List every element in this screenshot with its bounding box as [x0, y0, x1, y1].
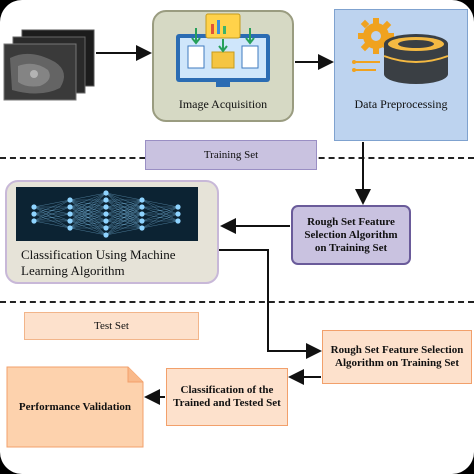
rough-set-training-2-box: Rough Set Feature Selection Algorithm on…	[322, 330, 472, 384]
neuron-node	[175, 218, 181, 224]
data-preprocessing-label: Data Preprocessing	[354, 97, 448, 111]
neuron-node	[67, 218, 73, 224]
neuron-node	[103, 197, 109, 203]
neuron-node	[139, 204, 145, 210]
rough-set-training-2-label: Rough Set Feature Selection Algorithm on…	[330, 344, 464, 369]
neuron-node	[175, 211, 181, 217]
neuron-node	[139, 197, 145, 203]
neuron-node	[103, 190, 109, 196]
neuron-node	[67, 197, 73, 203]
neuron-node	[103, 218, 109, 224]
neuron-node	[67, 225, 73, 231]
rough-set-training-label: Rough Set Feature Selection Algorithm on…	[304, 215, 398, 254]
performance-validation-box: Performance Validation	[6, 366, 144, 448]
mammogram-stack-icon	[0, 28, 100, 106]
neuron-node	[67, 211, 73, 217]
training-set-box: Training Set	[145, 140, 317, 170]
neuron-node	[31, 204, 37, 210]
test-set-box: Test Set	[24, 312, 199, 340]
image-acquisition-label: Image Acquisition	[178, 97, 268, 111]
rough-set-training-box: Rough Set Feature Selection Algorithm on…	[291, 205, 411, 265]
neuron-node	[139, 211, 145, 217]
performance-validation-label: Performance Validation	[18, 400, 132, 413]
neuron-node	[31, 211, 37, 217]
neuron-node	[103, 211, 109, 217]
neuron-node	[67, 204, 73, 210]
classification-ml-label: Classification Using Machine Learning Al…	[21, 247, 176, 278]
neural-network-icon	[16, 187, 198, 241]
neuron-node	[31, 218, 37, 224]
training-set-label: Training Set	[203, 148, 259, 161]
neuron-node	[103, 204, 109, 210]
monitor-documents-icon	[162, 12, 284, 88]
arrow-classification-to-roughset2	[219, 249, 322, 359]
classification-trained-tested-label: Classification of the Trained and Tested…	[173, 384, 281, 409]
neuron-node	[103, 232, 109, 238]
gear-database-icon	[346, 14, 458, 88]
test-set-label: Test Set	[94, 319, 129, 332]
neuron-node	[139, 218, 145, 224]
neuron-node	[175, 204, 181, 210]
neuron-node	[103, 225, 109, 231]
classification-trained-tested-box: Classification of the Trained and Tested…	[166, 368, 288, 426]
separator-line-bottom	[0, 301, 474, 303]
neuron-node	[139, 225, 145, 231]
